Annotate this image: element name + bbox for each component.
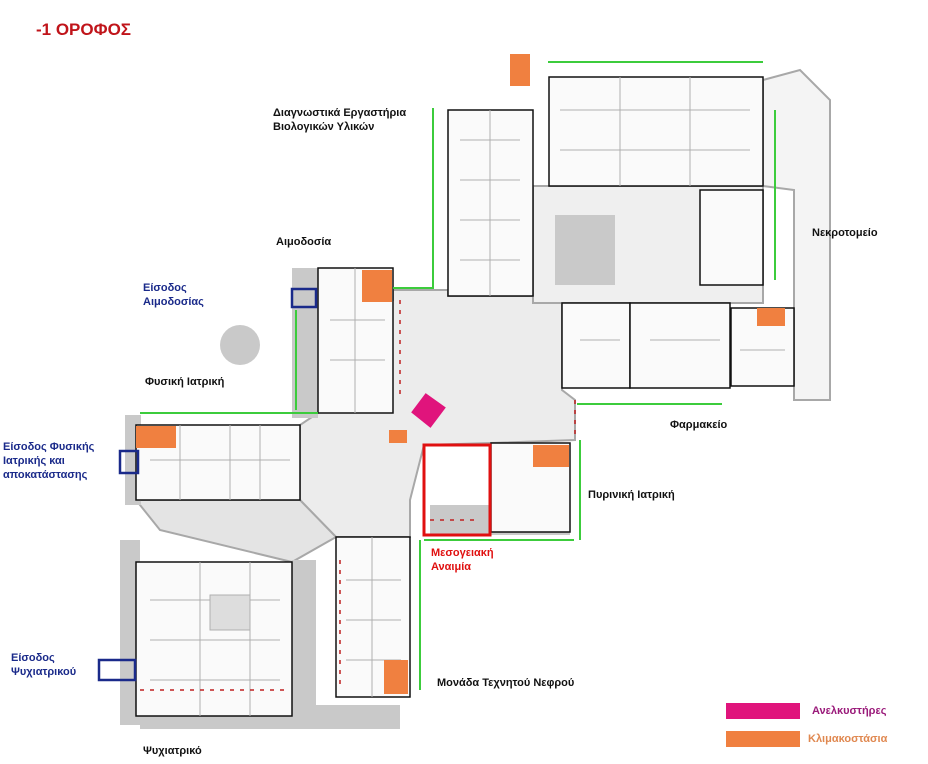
label-line: Αιμοδοσίας [143,296,204,308]
elevator-marker [411,393,446,428]
label-blood-donation: Αιμοδοσία [276,236,332,248]
floor-title: -1 ΟΡΟΦΟΣ [36,20,132,39]
label-line: αποκατάστασης [3,469,88,481]
label-physical-medicine: Φυσική Ιατρική [145,376,225,388]
label-psychiatric-entrance: Είσοδος Ψυχιατρικού [11,651,76,679]
label-line: Ιατρικής και [3,455,65,467]
label-pharmacy: Φαρμακείο [670,419,728,431]
legend-elevators-label: Ανελκυστήρες [812,705,887,717]
stairs-markers [136,54,785,694]
label-diagnostic-labs: Διαγνωστικά Εργαστήρια Βιολογικών Υλικών [273,106,406,134]
building-blocks [135,76,795,717]
label-line: Μεσογειακή [431,547,494,559]
label-mediterranean-anemia: Μεσογειακή Αναιμία [431,546,494,574]
label-dialysis-unit: Μονάδα Τεχνητού Νεφρού [437,677,575,689]
legend-elevators-swatch [726,703,800,719]
label-physical-medicine-entrance: Είσοδος Φυσικής Ιατρικής και αποκατάστασ… [3,440,94,482]
mediterranean-anemia-highlight [422,443,492,537]
entrance-markers [97,287,318,682]
interior-walls [150,77,785,716]
label-morgue: Νεκροτομείο [812,227,878,239]
label-line: Βιολογικών Υλικών [273,121,375,133]
legend-stairs-swatch [726,731,800,747]
label-line: Ψυχιατρικού [11,666,77,678]
legend-stairs-label: Κλιμακοστάσια [808,733,888,745]
green-paths [140,61,776,690]
label-line: Είσοδος Φυσικής [3,441,95,453]
label-nuclear-medicine: Πυρινική Ιατρική [588,489,675,501]
label-psychiatric: Ψυχιατρικό [143,745,202,757]
label-line: Είσοδος [143,282,187,294]
door-marks [140,300,576,691]
label-line: Είσοδος [11,652,55,664]
label-line: Αναιμία [431,561,472,573]
label-line: Διαγνωστικά Εργαστήρια [273,107,407,119]
label-blood-donation-entrance: Είσοδος Αιμοδοσίας [143,281,204,309]
